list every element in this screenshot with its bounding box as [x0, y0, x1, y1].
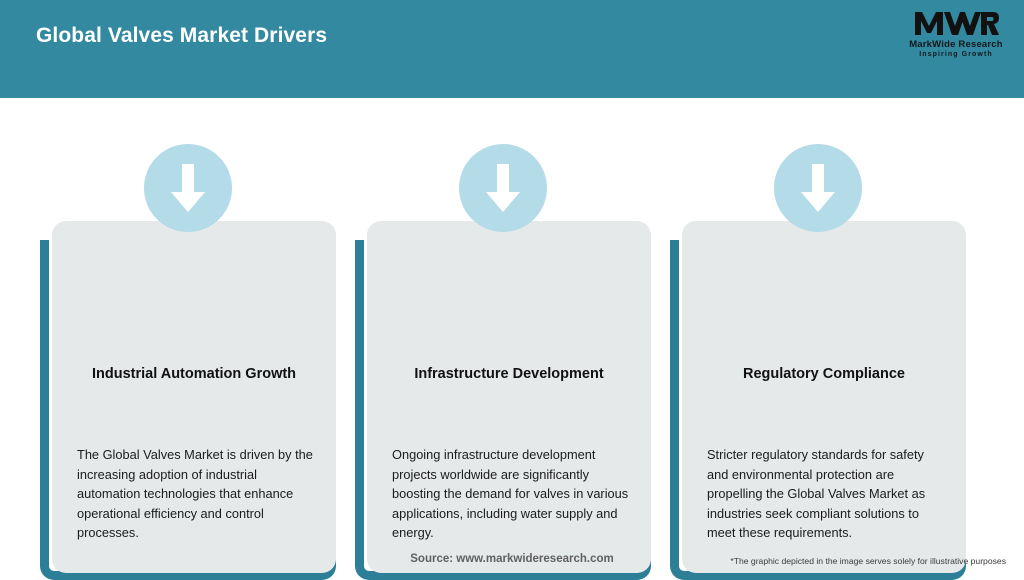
card-title: Infrastructure Development	[414, 366, 604, 382]
down-arrow-icon	[459, 144, 547, 232]
page-header: Global Valves Market Drivers MarkWide Re…	[0, 0, 1024, 98]
driver-card-3: Regulatory Compliance Stricter regulator…	[670, 144, 966, 580]
card-body-text: The Global Valves Market is driven by th…	[77, 447, 313, 540]
logo-tagline: Inspiring Growth	[919, 51, 993, 58]
down-arrow-glyph	[486, 164, 520, 212]
logo-company-name: MarkWide Research	[909, 39, 1003, 50]
drivers-card-group: Industrial Automation Growth The Global …	[0, 98, 1024, 580]
card-surface: Regulatory Compliance Stricter regulator…	[682, 221, 966, 573]
down-arrow-glyph	[171, 164, 205, 212]
card-body-text: Stricter regulatory standards for safety…	[707, 447, 926, 540]
down-arrow-icon	[144, 144, 232, 232]
driver-card-2: Infrastructure Development Ongoing infra…	[355, 144, 651, 580]
card-surface: Industrial Automation Growth The Global …	[52, 221, 336, 573]
driver-card-1: Industrial Automation Growth The Global …	[40, 144, 336, 580]
card-title: Regulatory Compliance	[743, 366, 905, 382]
source-label: Source: www.markwideresearch.com	[410, 553, 614, 565]
card-body-text: Ongoing infrastructure development proje…	[392, 447, 629, 540]
down-arrow-glyph	[801, 164, 835, 212]
mwr-logomark-icon	[915, 12, 999, 35]
disclaimer-label: *The graphic depicted in the image serve…	[730, 556, 1006, 566]
card-surface: Infrastructure Development Ongoing infra…	[367, 221, 651, 573]
brand-logo: MarkWide Research Inspiring Growth	[900, 8, 1012, 66]
card-title: Industrial Automation Growth	[91, 366, 297, 382]
page-title: Global Valves Market Drivers	[36, 24, 328, 47]
down-arrow-icon	[774, 144, 862, 232]
